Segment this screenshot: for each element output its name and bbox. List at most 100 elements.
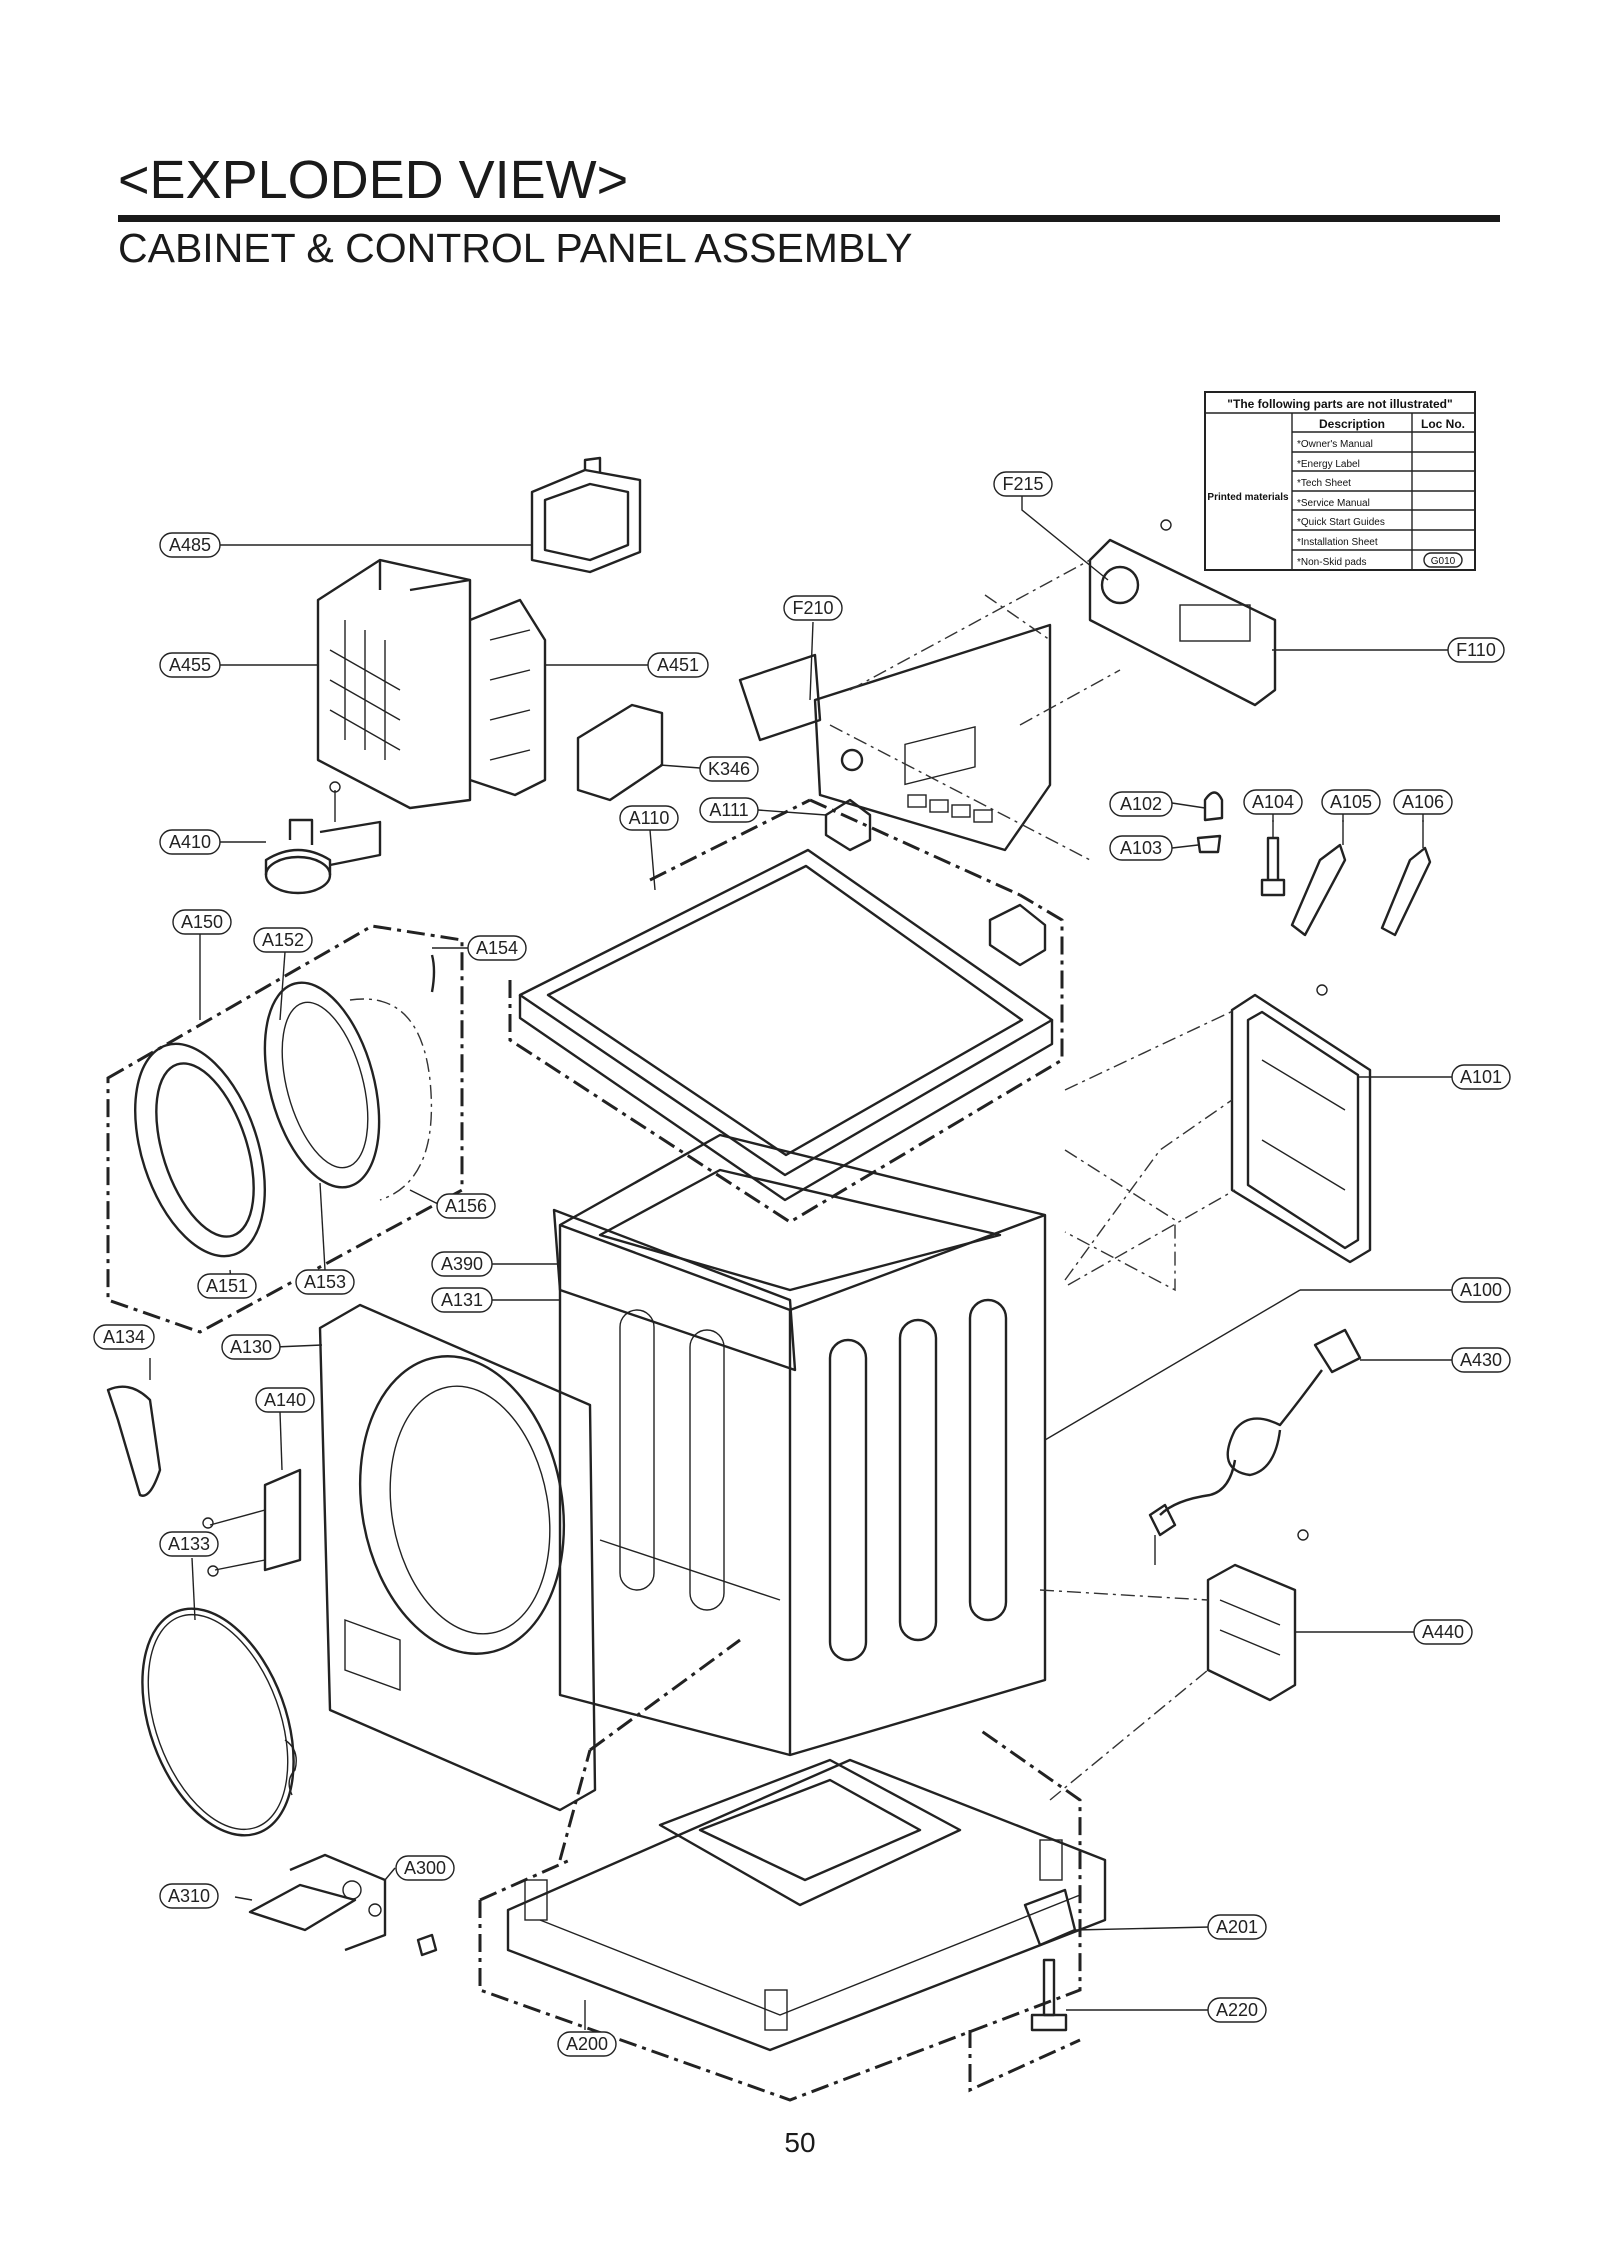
table-row-description: *Installation Sheet (1297, 537, 1378, 548)
title-rule (118, 215, 1500, 222)
table-row-description: *Quick Start Guides (1297, 517, 1385, 528)
callout-a130: A130 (221, 1334, 281, 1360)
table-row-loc: G010 (1431, 556, 1456, 567)
part-a220-leveler (1030, 1958, 1068, 2032)
part-a130-front-panel (318, 1303, 597, 1812)
callout-a455: A455 (159, 652, 221, 678)
part-a440-noise-filter (1206, 1563, 1297, 1702)
part-a101-rear-cover (1230, 993, 1372, 1264)
callout-a131: A131 (431, 1287, 493, 1313)
svg-text:A133: A133 (168, 1534, 210, 1554)
svg-text:A105: A105 (1330, 792, 1372, 812)
svg-text:F210: F210 (792, 598, 833, 618)
table-row-description: *Service Manual (1297, 498, 1370, 509)
not-illustrated-table: "The following parts are not illustrated… (1204, 391, 1476, 571)
callout-a151: A151 (197, 1273, 257, 1299)
callout-a111: A111 (699, 797, 759, 823)
svg-text:A430: A430 (1460, 1350, 1502, 1370)
callout-a134: A134 (93, 1324, 155, 1350)
part-a310-filter-cover (248, 1853, 387, 1952)
svg-text:F215: F215 (1002, 474, 1043, 494)
part-a150-door-outer (134, 1042, 266, 1258)
screw-icons (202, 519, 1328, 1577)
callout-a100: A100 (1451, 1277, 1511, 1303)
svg-text:A200: A200 (566, 2034, 608, 2054)
svg-text:A104: A104 (1252, 792, 1294, 812)
part-a111-bracket (824, 798, 1047, 967)
part-a152-door-inner (263, 981, 381, 1189)
callout-a133: A133 (159, 1531, 219, 1557)
callout-f215: F215 (993, 471, 1053, 497)
svg-text:A310: A310 (168, 1886, 210, 1906)
svg-text:A106: A106 (1402, 792, 1444, 812)
table-col-loc: Loc No. (1421, 417, 1465, 431)
part-a430-power-cord (1148, 1328, 1362, 1565)
callout-a140: A140 (255, 1387, 315, 1413)
callout-a451: A451 (647, 652, 709, 678)
svg-text:A100: A100 (1460, 1280, 1502, 1300)
svg-text:A131: A131 (441, 1290, 483, 1310)
part-a410-pressure-switch (264, 790, 382, 895)
callout-a152: A152 (253, 927, 313, 953)
part-a485-display (530, 456, 642, 574)
part-a451-pcb-bracket (469, 598, 547, 797)
part-a140-door-latch (209, 1468, 302, 1572)
part-k346-pad (576, 703, 664, 802)
svg-text:A451: A451 (657, 655, 699, 675)
leader-lines (149, 495, 1455, 2030)
table-row-description: *Owner's Manual (1297, 439, 1373, 450)
callout-a154: A154 (467, 935, 527, 961)
page-subtitle: CABINET & CONTROL PANEL ASSEMBLY (118, 225, 913, 271)
svg-text:A134: A134 (103, 1327, 145, 1347)
svg-text:A455: A455 (169, 655, 211, 675)
part-a201-bracket (1023, 1888, 1077, 1947)
callout-a485: A485 (159, 532, 221, 558)
callout-a103: A103 (1109, 835, 1173, 861)
svg-text:A101: A101 (1460, 1067, 1502, 1087)
part-a200-base (506, 1758, 1107, 2052)
callout-a220: A220 (1207, 1997, 1267, 2023)
part-a104-a106-dampers (1260, 820, 1432, 937)
svg-text:A153: A153 (304, 1272, 346, 1292)
callout-a200: A200 (557, 2031, 617, 2057)
part-a455-main-pcb (316, 558, 472, 810)
callout-a110: A110 (619, 805, 679, 831)
callout-a104: A104 (1243, 789, 1303, 815)
part-f110-control-pcb (1088, 538, 1277, 707)
part-a100-cabinet (552, 1133, 1047, 1757)
callout-a101: A101 (1451, 1064, 1511, 1090)
svg-text:A111: A111 (709, 800, 748, 820)
svg-text:A220: A220 (1216, 2000, 1258, 2020)
svg-text:A103: A103 (1120, 838, 1162, 858)
callout-a390: A390 (431, 1251, 493, 1277)
svg-text:A140: A140 (264, 1390, 306, 1410)
callout-a105: A105 (1321, 789, 1381, 815)
callout-a300: A300 (395, 1855, 455, 1881)
svg-text:A150: A150 (181, 912, 223, 932)
callout-labels: A485 A455 A451 K346 A410 A150 A152 A154 … (93, 471, 1511, 2057)
part-a134-grip (106, 1385, 162, 1497)
table-row-description: *Tech Sheet (1297, 478, 1351, 489)
svg-text:A440: A440 (1422, 1622, 1464, 1642)
svg-text:A130: A130 (230, 1337, 272, 1357)
callout-a150: A150 (172, 909, 232, 935)
table-heading: "The following parts are not illustrated… (1227, 397, 1452, 411)
table-row-description: *Energy Label (1297, 459, 1360, 470)
callout-a201: A201 (1207, 1914, 1267, 1940)
svg-text:A152: A152 (262, 930, 304, 950)
page-number: 50 (784, 2127, 816, 2158)
table-row-description: *Non-Skid pads (1297, 557, 1366, 568)
part-a102-a103-clips (1196, 791, 1224, 854)
part-a133-clamp-wire (141, 1607, 297, 1837)
callout-a430: A430 (1451, 1347, 1511, 1373)
callout-k346: K346 (699, 756, 759, 782)
part-f210-control-panel (738, 623, 1052, 852)
callout-a156: A156 (436, 1193, 496, 1219)
callout-f210: F210 (783, 595, 843, 621)
table-col-description: Description (1319, 417, 1385, 431)
svg-text:A300: A300 (404, 1858, 446, 1878)
callout-a410: A410 (159, 829, 221, 855)
svg-text:A110: A110 (629, 808, 670, 828)
callout-a153: A153 (295, 1269, 355, 1295)
